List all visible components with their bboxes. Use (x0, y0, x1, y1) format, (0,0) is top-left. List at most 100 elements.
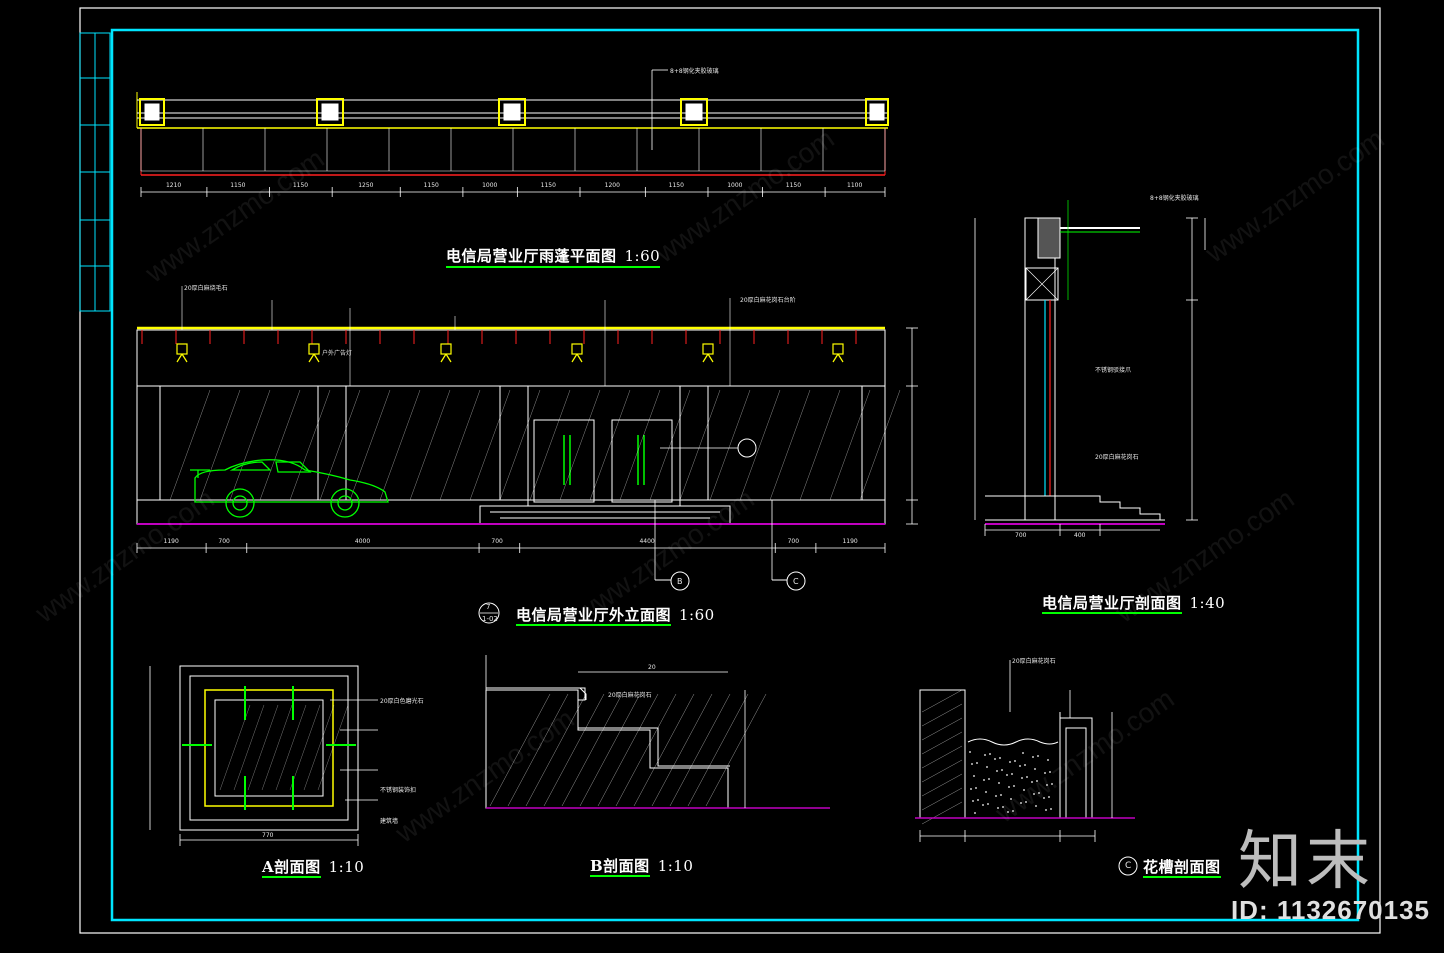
lamp-icon (176, 343, 188, 355)
soil-dot (1047, 759, 1049, 761)
title-section-c: 花槽剖面图 (1143, 856, 1221, 878)
section-a (149, 665, 378, 846)
marker-circle-c: C (1125, 861, 1132, 871)
title-section-a-scale: 1:10 (328, 858, 365, 876)
title-canopy-plan-text: 电信局营业厅雨蓬平面图 (446, 247, 617, 265)
note-c: 20厚白麻花岗石 (1012, 658, 1056, 665)
b-hatch-line (669, 693, 731, 807)
soil-dot (987, 803, 989, 805)
soil-dot (1048, 796, 1050, 798)
c-hatch-line (921, 703, 963, 727)
title-section-a: A剖面图 1:10 (262, 856, 365, 878)
canopy-dim-label: 1150 (292, 182, 309, 189)
soil-dot (1038, 792, 1040, 794)
canopy-dim-label: 1150 (785, 182, 802, 189)
title-section-b-text: B剖面图 (590, 857, 650, 877)
a-hatch-line (303, 704, 335, 791)
canopy-dim-label: 1100 (847, 182, 863, 189)
soil-dot (984, 754, 986, 756)
section-a-width: 770 (262, 832, 274, 839)
note-stone-2: 20厚白麻花岗石台阶 (740, 297, 796, 304)
glass-hatch (679, 389, 721, 501)
elevation-dim-label: 700 (218, 538, 230, 545)
soil-dot (1050, 808, 1052, 810)
elevation (136, 286, 918, 591)
soil-dot (1011, 773, 1013, 775)
lamp-ray (313, 353, 320, 363)
soil-dot (1051, 783, 1053, 785)
soil-dot (1024, 764, 1026, 766)
title-section-a-text: A剖面图 (262, 858, 321, 878)
glass-hatch (739, 389, 781, 501)
note-a-3: 建筑墙 (380, 818, 399, 825)
glass-hatch (859, 389, 901, 501)
title-canopy-plan: 电信局营业厅雨蓬平面图 1:60 (446, 245, 661, 268)
soil-dot (976, 762, 978, 764)
section-c (915, 660, 1138, 876)
c-hatch-line (921, 745, 963, 769)
soil-dot (998, 782, 1000, 784)
soil-dot (1012, 810, 1014, 812)
glass-hatch (409, 389, 451, 501)
lamp-icon (571, 343, 583, 355)
soil-dot (1033, 793, 1035, 795)
soil-dot (986, 766, 988, 768)
soil-dot (983, 779, 985, 781)
lamp-ray (576, 353, 583, 363)
soil-dot (1043, 797, 1045, 799)
soil-dot (1026, 776, 1028, 778)
canopy-dim-label: 1150 (540, 182, 556, 189)
c-hatch-line (921, 759, 963, 783)
b-hatch-line (597, 693, 659, 807)
canopy-dim-label: 1250 (358, 182, 374, 189)
title-strip (79, 32, 111, 312)
canopy-dim-label: 1150 (423, 182, 439, 189)
canopy-dim-label: 1150 (668, 182, 684, 189)
lamp-ray (702, 353, 709, 363)
soil-dot (982, 804, 984, 806)
section-dim-2: 400 (1074, 532, 1086, 539)
glass-hatch (769, 389, 811, 501)
note-section-steel: 不锈钢驳接爪 (1095, 367, 1132, 374)
glass-hatch (799, 389, 841, 501)
soil-dot (1021, 777, 1023, 779)
lamp-icon (440, 343, 452, 355)
b-hatch-line (525, 693, 587, 807)
a-hatch-line (233, 704, 265, 791)
glass-hatch (559, 389, 601, 501)
glass-hatch (529, 389, 571, 501)
canopy-dim-label: 1200 (604, 182, 620, 189)
b-hatch-line (651, 693, 713, 807)
elevation-ref-top: 7 (486, 603, 491, 611)
glass-hatch (259, 389, 301, 501)
soil-dot (975, 787, 977, 789)
note-section-glass: 8+8钢化夹胶玻璃 (1150, 195, 1199, 202)
a-hatch-line (275, 704, 307, 791)
soil-dot (973, 775, 975, 777)
lamp-ray (707, 353, 714, 363)
glass-hatch (589, 389, 631, 501)
marker-cut-b: B (677, 577, 683, 586)
elevation-dim-label: 700 (787, 538, 800, 545)
glass-hatch (199, 389, 241, 501)
title-elevation-text: 电信局营业厅外立面图 (516, 606, 672, 626)
elevation-dim-label: 4000 (354, 538, 371, 545)
soil-dot (1036, 780, 1038, 782)
soil-dot (1010, 798, 1012, 800)
b-hatch-line (615, 693, 677, 807)
c-hatch-line (921, 731, 963, 755)
title-elevation-scale: 1:60 (679, 606, 715, 624)
sheet-frame-inner (110, 28, 1360, 922)
note-stone-1: 20厚白麻烧毛石 (184, 285, 228, 292)
elevation-dim-label: 4400 (639, 538, 655, 545)
soil-dot (988, 778, 990, 780)
soil-dot (1013, 785, 1015, 787)
a-hatch-line (289, 704, 321, 791)
soil-dot (999, 757, 1001, 759)
soil-dot (1007, 811, 1009, 813)
lamp-ray (176, 353, 183, 363)
soil-dot (996, 770, 998, 772)
soil-dot (989, 753, 991, 755)
title-canopy-plan-scale: 1:60 (624, 247, 661, 265)
